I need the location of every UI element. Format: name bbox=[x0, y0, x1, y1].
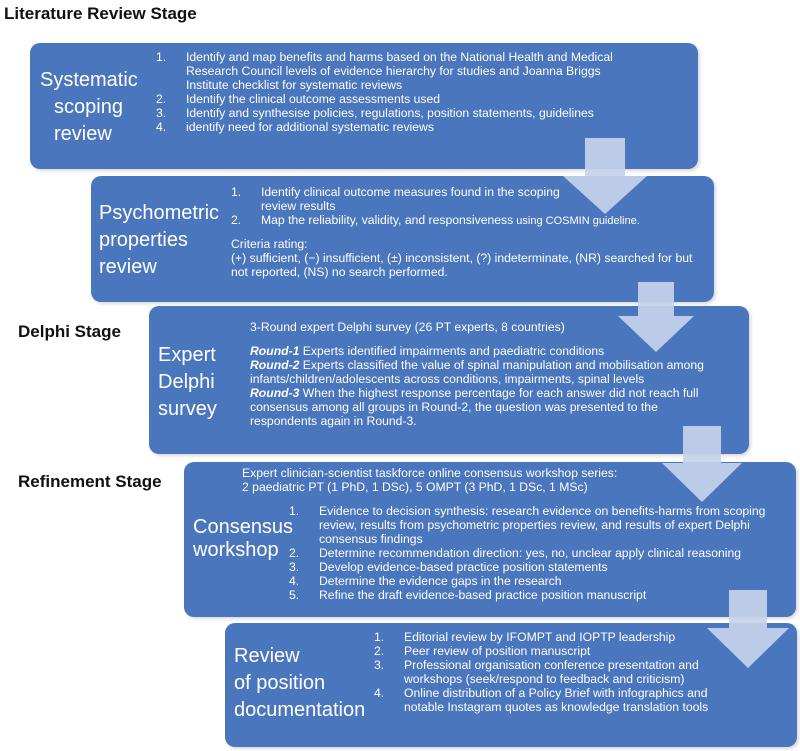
delphi-round-1: Round-1 Experts identified impairments a… bbox=[250, 344, 605, 358]
consensus-intro-2: 2 paediatric PT (1 PhD, 1 DSc), 5 OMPT (… bbox=[242, 480, 588, 494]
list-item: 1.Identify and map benefits and harms ba… bbox=[156, 50, 613, 92]
list-item: 4.Online distribution of a Policy Brief … bbox=[374, 686, 709, 714]
list-item: 5.Refine the draft evidence-based practi… bbox=[289, 588, 647, 602]
criteria-heading: Criteria rating: bbox=[231, 237, 308, 251]
list-item: 4.identify need for additional systemati… bbox=[156, 120, 434, 134]
psychometric-review-title: Psychometric properties review bbox=[99, 202, 220, 278]
delphi-survey-box: Expert Delphi survey 3-Round expert Delp… bbox=[149, 306, 749, 454]
list-item: 2.Determine recommendation direction: ye… bbox=[289, 546, 742, 560]
list-item: 3.Develop evidence-based practice positi… bbox=[289, 560, 608, 574]
position-review-list: 1.Editorial review by IFOMPT and IOPTP l… bbox=[374, 630, 749, 714]
delphi-survey-content: 3-Round expert Delphi survey (26 PT expe… bbox=[250, 320, 720, 428]
down-arrow-icon bbox=[707, 590, 789, 668]
list-item: 1.Editorial review by IFOMPT and IOPTP l… bbox=[374, 630, 676, 644]
delphi-stage-heading: Delphi Stage bbox=[18, 322, 121, 341]
down-arrow-icon bbox=[662, 426, 742, 502]
delphi-round-2: Round-2 Experts classified the value of … bbox=[250, 358, 704, 386]
literature-stage-heading: Literature Review Stage bbox=[4, 4, 197, 23]
list-item: 1.Identify clinical outcome measures fou… bbox=[231, 185, 560, 213]
consensus-workshop-content: Expert clinician-scientist taskforce onl… bbox=[242, 466, 782, 602]
consensus-intro: Expert clinician-scientist taskforce onl… bbox=[242, 466, 618, 480]
consensus-workshop-title: Consensus workshop bbox=[193, 516, 294, 561]
psychometric-review-content: 1.Identify clinical outcome measures fou… bbox=[231, 185, 701, 279]
list-item: 2.Peer review of position manuscript bbox=[374, 644, 591, 658]
delphi-survey-title: Expert Delphi survey bbox=[158, 344, 217, 420]
list-item: 3.Professional organisation conference p… bbox=[374, 658, 699, 686]
scoping-review-box: Systematic scoping review 1.Identify and… bbox=[30, 43, 698, 169]
list-item: 2.Identify the clinical outcome assessme… bbox=[156, 92, 441, 106]
position-review-box: Review of position documentation 1.Edito… bbox=[225, 623, 797, 747]
delphi-round-3: Round-3 When the highest response percen… bbox=[250, 386, 699, 428]
consensus-workshop-box: Consensus workshop Expert clinician-scie… bbox=[184, 462, 796, 617]
list-item: 2.Map the reliability, validity, and res… bbox=[231, 213, 640, 227]
position-review-title: Review of position documentation bbox=[234, 645, 366, 721]
list-item: 3.Identify and synthesise policies, regu… bbox=[156, 106, 594, 120]
scoping-review-list: 1.Identify and map benefits and harms ba… bbox=[156, 50, 616, 134]
list-item: 1.Evidence to decision synthesis: resear… bbox=[289, 504, 766, 546]
delphi-intro: 3-Round expert Delphi survey (26 PT expe… bbox=[250, 320, 565, 334]
list-item: 4.Determine the evidence gaps in the res… bbox=[289, 574, 562, 588]
down-arrow-icon bbox=[618, 282, 694, 352]
down-arrow-icon bbox=[563, 138, 647, 214]
refinement-stage-heading: Refinement Stage bbox=[18, 472, 162, 491]
criteria-text: (+) sufficient, (−) insufficient, (±) in… bbox=[231, 251, 693, 279]
scoping-review-title: Systematic scoping review bbox=[40, 69, 138, 145]
